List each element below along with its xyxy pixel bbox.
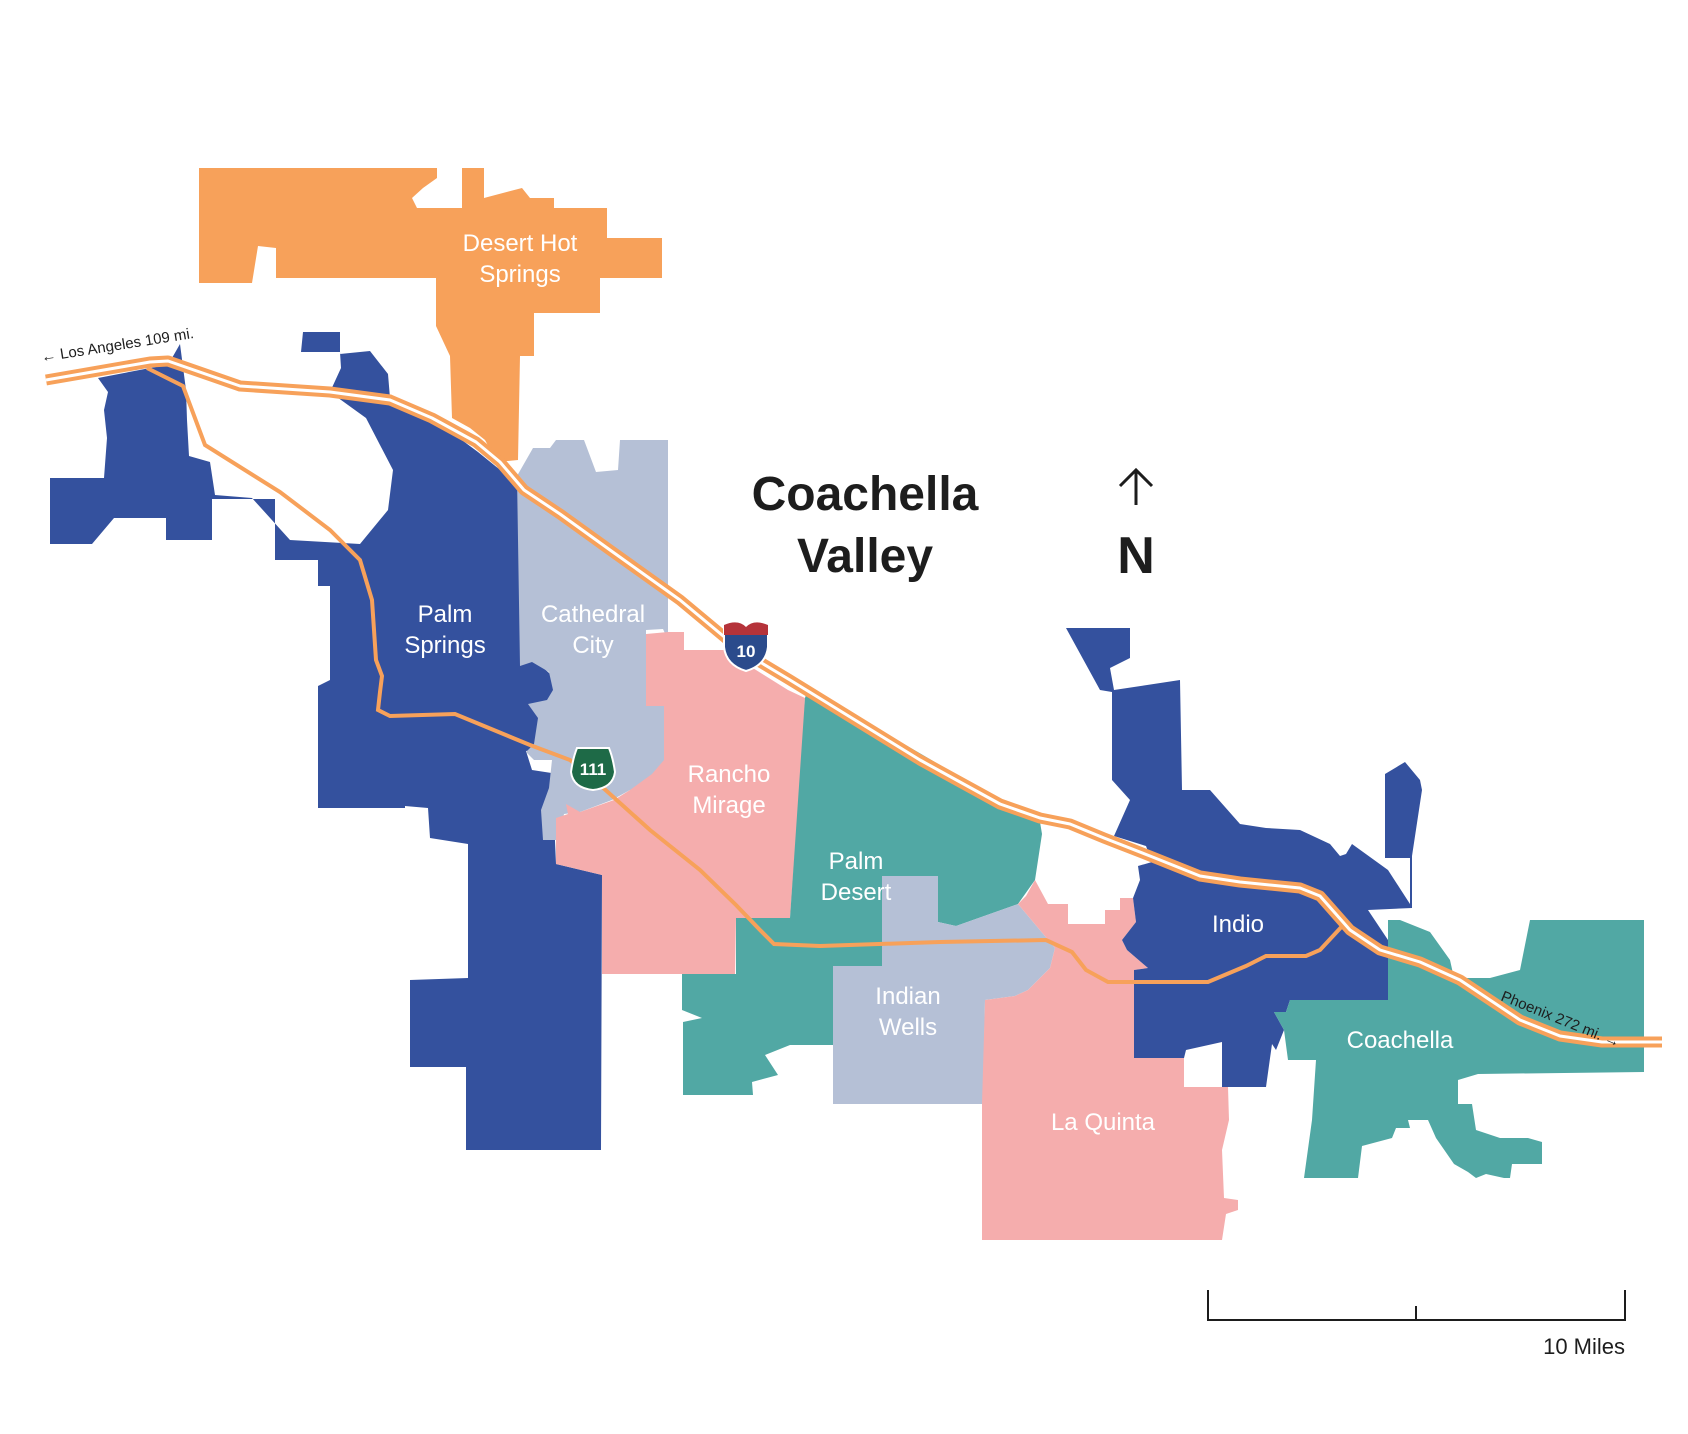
region-la-quinta xyxy=(982,880,1238,1240)
north-arrow-label: N xyxy=(1117,527,1155,585)
label-coachella: Coachella xyxy=(1347,1027,1454,1054)
region-indian-wells xyxy=(833,876,1055,1104)
region-rancho-mirage xyxy=(556,632,805,974)
highway-111-route xyxy=(146,366,1348,984)
label-desert-hot-springs-1: Desert Hot xyxy=(463,230,578,257)
label-desert-hot-springs-2: Springs xyxy=(479,261,560,288)
state-route-111-number: 111 xyxy=(580,760,607,779)
label-palm-desert-2: Desert xyxy=(821,879,892,906)
region-cathedral-city xyxy=(517,440,668,840)
label-rancho-mirage-1: Rancho xyxy=(688,761,771,788)
region-coachella xyxy=(1274,920,1644,1178)
label-palm-springs-1: Palm xyxy=(418,601,473,628)
north-arrow: N xyxy=(1117,467,1155,585)
label-indian-wells-2: Wells xyxy=(879,1014,937,1041)
label-cathedral-city-2: City xyxy=(572,632,613,659)
label-cathedral-city-1: Cathedral xyxy=(541,601,645,628)
label-palm-desert-1: Palm xyxy=(829,848,884,875)
label-rancho-mirage-2: Mirage xyxy=(692,792,765,819)
interstate-10-route-centerline xyxy=(45,359,1662,1044)
interstate-10-number: 10 xyxy=(737,642,756,661)
region-desert-hot-springs xyxy=(199,168,662,462)
label-palm-springs-2: Springs xyxy=(404,632,485,659)
region-palm-springs xyxy=(50,332,602,1150)
label-indian-wells-1: Indian xyxy=(875,983,940,1010)
state-route-111-shield: 111 xyxy=(569,747,617,792)
map-title-line-1: Coachella xyxy=(752,468,979,521)
interstate-10-shield: 10 xyxy=(723,621,769,673)
label-indio: Indio xyxy=(1212,911,1264,938)
scale-bar-label: 10 Miles xyxy=(1543,1334,1625,1359)
map-title-line-2: Valley xyxy=(797,530,933,583)
region-indio xyxy=(1066,628,1422,1087)
label-la-quinta: La Quinta xyxy=(1051,1109,1156,1136)
region-palm-desert xyxy=(682,688,1042,1095)
scale-bar: 10 Miles xyxy=(1207,1290,1626,1359)
